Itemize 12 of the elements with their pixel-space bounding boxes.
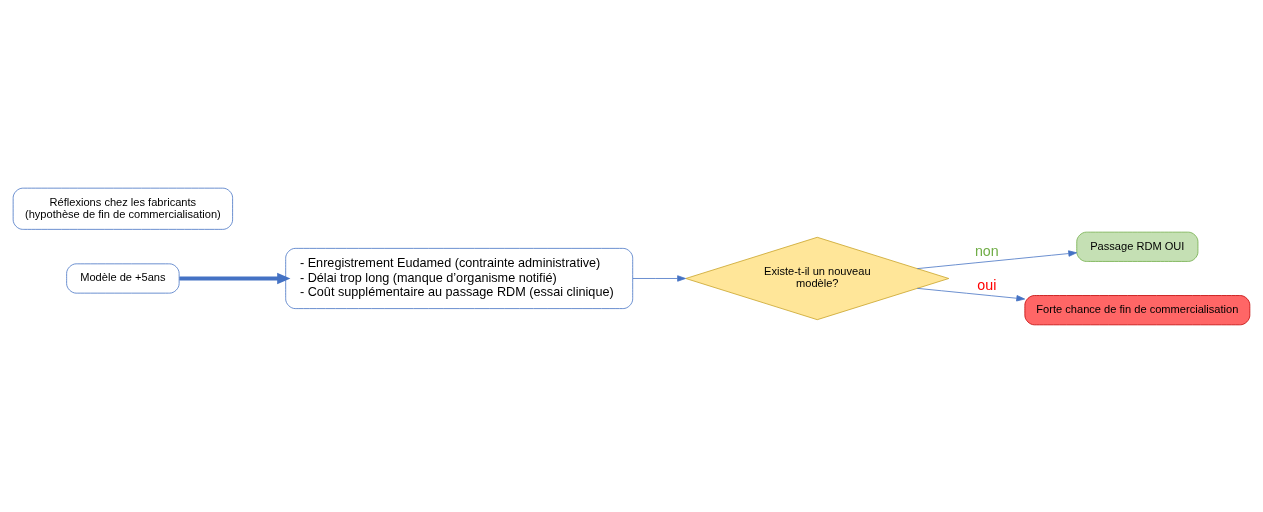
arrow — [916, 249, 1078, 269]
arrow — [179, 272, 291, 284]
edge-label: oui — [977, 276, 997, 293]
node-box: Passage RDM OUI — [1076, 231, 1199, 262]
node-box: Forte chance de fin de commercialisation — [1024, 294, 1251, 325]
arrow — [916, 287, 1026, 301]
node-box: - Enregistrement Eudamed (contrainte administrative) - Délai trop long (manque d’organisme notifié) - Coût supplémentaire au passage RDM (essai clinique) — [285, 247, 634, 309]
arrow — [632, 274, 686, 282]
edge-label: non — [974, 242, 999, 259]
node-box: Modèle de +5ans — [66, 262, 180, 294]
node-diamond: Existe-t-il un nouveau modèle? — [685, 236, 950, 320]
node-box: Réflexions chez les fabricants (hypothèse de fin de commercialisation) — [12, 187, 233, 230]
